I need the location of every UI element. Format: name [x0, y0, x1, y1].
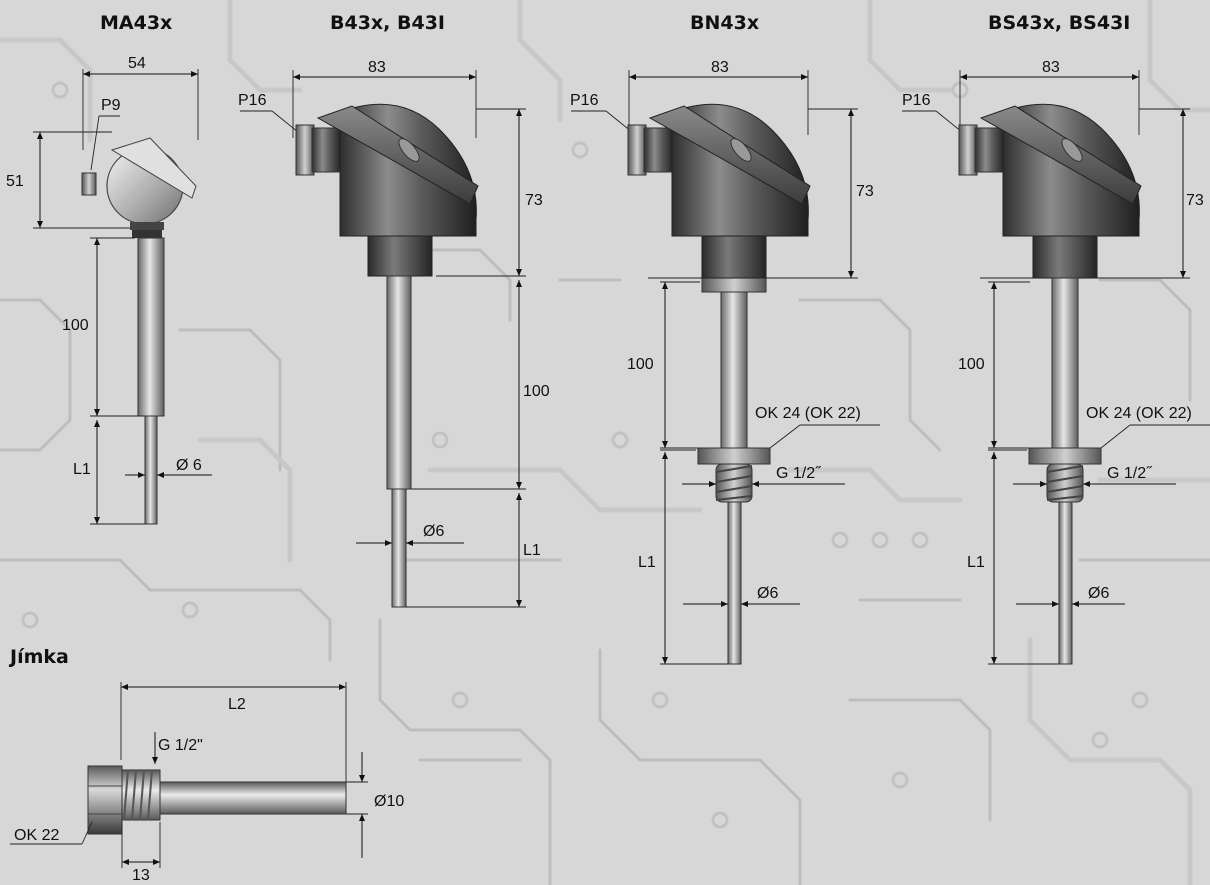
- bs43x-title: BS43x, BS43I: [988, 12, 1130, 34]
- ma43x-width-label: 54: [128, 55, 146, 72]
- b43x-head-height-label: 73: [525, 192, 543, 209]
- jimka-hex-length-label: 13: [132, 867, 150, 884]
- bs43x-gland-label: P16: [902, 92, 931, 109]
- ma43x-title: MA43x: [100, 12, 172, 34]
- jimka-title: Jímka: [8, 646, 69, 668]
- b43x-l1-label: L1: [523, 542, 541, 559]
- bn43x-nut-label: OK 24 (OK 22): [755, 405, 861, 422]
- bs43x-thread-label: G 1/2˝: [1107, 465, 1153, 482]
- bs43x-stem-label: 100: [958, 356, 985, 373]
- jimka-hex-label: OK 22: [14, 827, 59, 844]
- ma43x-l1-label: L1: [73, 461, 91, 478]
- ma43x-head-height-label: 51: [6, 173, 24, 190]
- b43x-title: B43x, B43I: [330, 12, 445, 34]
- bn43x-stem-label: 100: [627, 356, 654, 373]
- bn43x-gland-label: P16: [570, 92, 599, 109]
- jimka-thread-label: G 1/2": [158, 737, 203, 754]
- b43x-width-label: 83: [368, 59, 386, 76]
- bn43x-diameter-label: Ø6: [757, 585, 778, 602]
- ma43x-drawing: MA43x 54 P9 51 100 L1: [6, 12, 212, 525]
- bn43x-head-height-label: 73: [856, 183, 874, 200]
- b43x-stem-label: 100: [523, 383, 550, 400]
- bn43x-l1-label: L1: [638, 554, 656, 571]
- jimka-length-label: L2: [228, 696, 246, 713]
- ma43x-stem-label: 100: [62, 317, 89, 334]
- b43x-gland-label: P16: [238, 92, 267, 109]
- bs43x-drawing: BS43x, BS43I 83 P16 73 100 OK 24 (OK 22): [902, 12, 1210, 665]
- bn43x-width-label: 83: [711, 59, 729, 76]
- bn43x-title: BN43x: [690, 12, 759, 34]
- bs43x-nut-label: OK 24 (OK 22): [1086, 405, 1192, 422]
- ma43x-diameter-label: Ø 6: [176, 457, 202, 474]
- ma43x-gland-label: P9: [101, 97, 121, 114]
- bs43x-head-height-label: 73: [1186, 192, 1204, 209]
- jimka-drawing: Jímka L2 G 1/2" Ø10 OK 22 13: [8, 646, 404, 884]
- bs43x-diameter-label: Ø6: [1088, 585, 1109, 602]
- b43x-drawing: B43x, B43I 83 P16 73 100 Ø6: [238, 12, 550, 608]
- bs43x-width-label: 83: [1042, 59, 1060, 76]
- bn43x-drawing: BN43x 83 P16 73 100 OK 24 (OK 22): [570, 12, 880, 665]
- bn43x-thread-label: G 1/2˝: [776, 465, 822, 482]
- b43x-diameter-label: Ø6: [423, 523, 444, 540]
- jimka-diameter-label: Ø10: [374, 793, 404, 810]
- bs43x-l1-label: L1: [967, 554, 985, 571]
